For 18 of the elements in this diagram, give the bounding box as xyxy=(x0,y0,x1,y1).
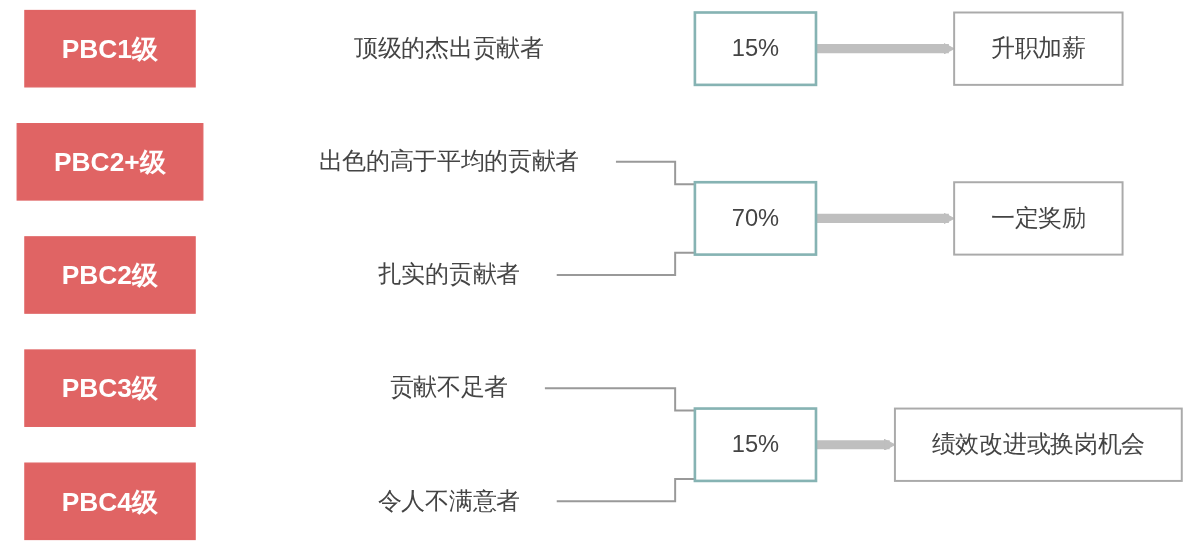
arrow xyxy=(816,212,955,225)
node-box: PBC3级 xyxy=(24,349,196,427)
node-text: 令人不满意者 xyxy=(377,487,520,514)
node-box: 绩效改进或换岗机会 xyxy=(893,407,1183,482)
node-text: 扎实的贡献者 xyxy=(377,261,520,288)
node-box: PBC2+级 xyxy=(16,123,204,201)
node-box: 升职加薪 xyxy=(953,11,1124,86)
node-text: 顶级的杰出贡献者 xyxy=(354,34,544,62)
node-box: PBC2级 xyxy=(24,236,196,314)
node-box: 70% xyxy=(693,180,818,256)
node-text: 出色的高于平均的贡献者 xyxy=(318,148,580,175)
node-text: 贡献不足者 xyxy=(389,374,509,401)
node-box: 15% xyxy=(693,11,818,87)
node-box: 15% xyxy=(693,407,818,483)
node-box: 一定奖励 xyxy=(953,181,1124,256)
node-box: PBC1级 xyxy=(24,9,196,88)
node-box: PBC4级 xyxy=(24,462,196,541)
arrow xyxy=(816,42,955,55)
